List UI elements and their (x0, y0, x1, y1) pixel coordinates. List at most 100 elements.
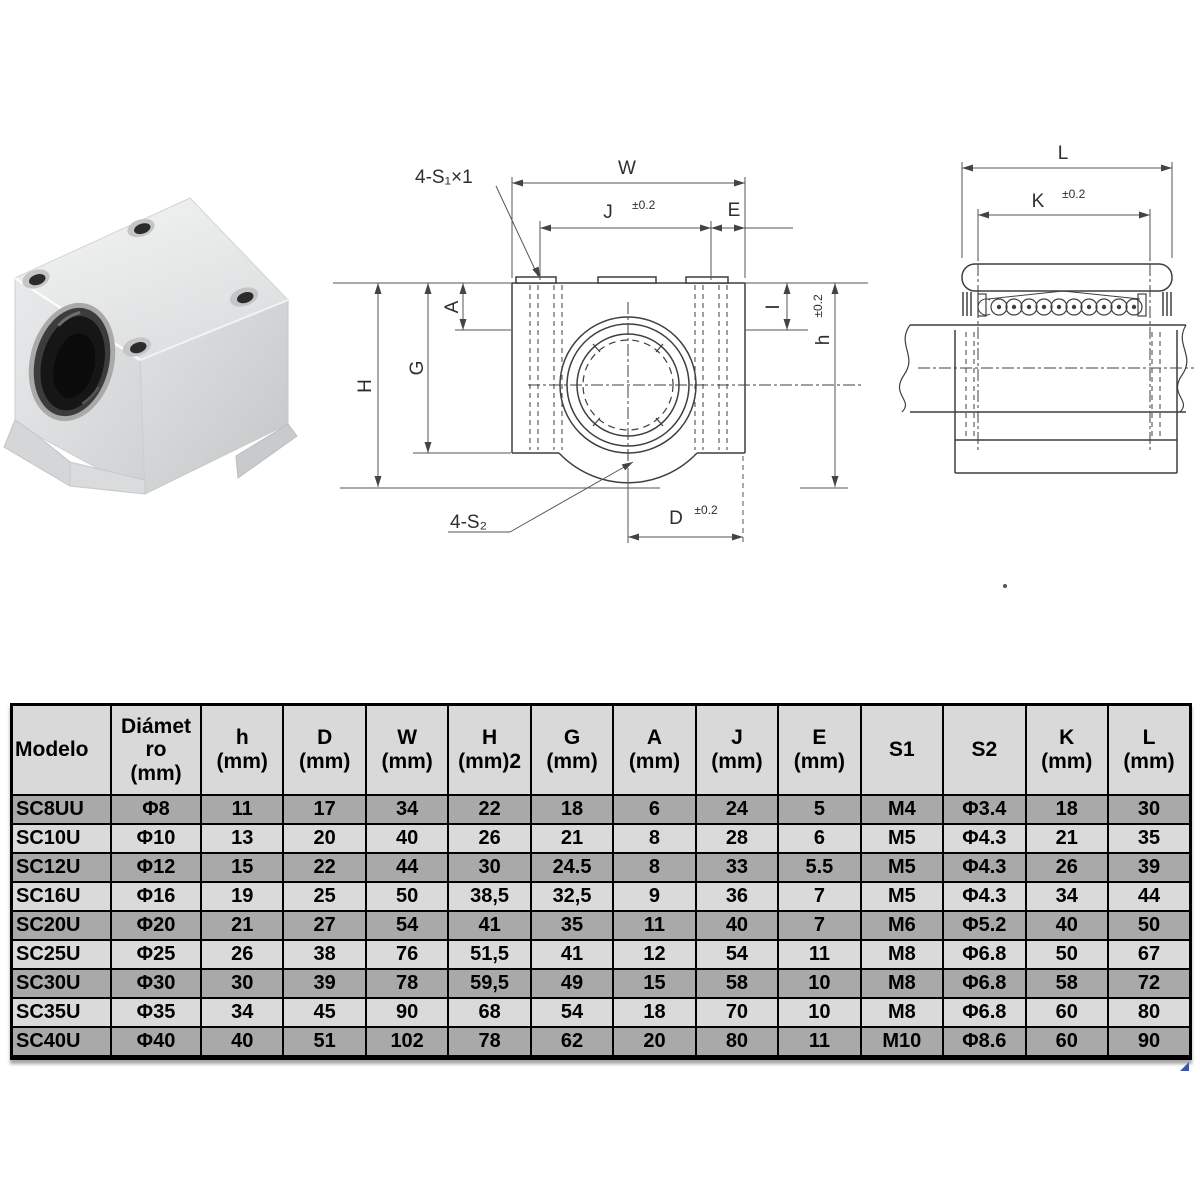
spec-cell: Φ3.4 (942, 794, 1027, 825)
spec-cell: 38,5 (447, 881, 532, 912)
spec-cell: Φ6.8 (942, 939, 1027, 970)
mounting-holes (22, 218, 259, 357)
dim-label-d: D (669, 508, 683, 529)
spec-cell: 54 (364, 910, 450, 941)
spec-cell: Φ20 (110, 910, 202, 941)
column-header: Diámet ro (mm) (110, 703, 202, 796)
spec-cell: 76 (364, 939, 450, 970)
spec-cell: 8 (612, 823, 697, 854)
spec-cell: 26 (447, 823, 532, 854)
model-cell: SC16U (10, 881, 112, 912)
spec-cell: 7 (777, 910, 862, 941)
spec-cell: Φ5.2 (942, 910, 1027, 941)
spec-cell: 90 (364, 997, 450, 1028)
spec-cell: 11 (777, 1026, 862, 1059)
spec-cell: 102 (364, 1026, 450, 1059)
spec-cell: 60 (1024, 997, 1109, 1028)
side-view-drawing (898, 222, 1194, 474)
spec-cell: 26 (199, 939, 285, 970)
spec-cell: Φ12 (110, 852, 202, 883)
stray-dot (1003, 584, 1007, 588)
side-centerlines (918, 222, 1194, 450)
spec-cell: Φ30 (110, 968, 202, 999)
spec-cell: Φ8.6 (942, 1026, 1027, 1059)
front-view-dimensions (333, 177, 868, 543)
spec-cell: 45 (282, 997, 367, 1028)
column-header: W (mm) (364, 703, 450, 796)
spec-cell: 18 (1024, 794, 1109, 825)
spec-cell: 38 (282, 939, 367, 970)
spec-cell: 54 (694, 939, 780, 970)
dim-label-l: L (1058, 143, 1069, 164)
spec-cell: 30 (1106, 794, 1192, 825)
dim-label-h-small-tol: ±0.2 (811, 294, 825, 318)
spec-cell: M8 (859, 939, 945, 970)
column-header: A (mm) (612, 703, 697, 796)
spec-cell: 67 (1106, 939, 1192, 970)
spec-cell: M5 (859, 881, 945, 912)
spec-cell: 39 (1106, 852, 1192, 883)
spec-cell: M10 (859, 1026, 945, 1059)
spec-cell: Φ4.3 (942, 852, 1027, 883)
spec-cell: 30 (447, 852, 532, 883)
spec-cell: 10 (777, 997, 862, 1028)
spec-cell: 15 (199, 852, 285, 883)
model-cell: SC10U (10, 823, 112, 854)
spec-cell: 24 (694, 794, 780, 825)
screws-top-label: 4-S₁×1 (415, 167, 473, 188)
spec-cell: 27 (282, 910, 367, 941)
spec-cell: Φ25 (110, 939, 202, 970)
photo-edge-highlight (139, 299, 289, 361)
spec-cell: M4 (859, 794, 945, 825)
spec-cell: 58 (1024, 968, 1109, 999)
spec-cell: 78 (447, 1026, 532, 1059)
spec-cell: M6 (859, 910, 945, 941)
model-cell: SC40U (10, 1026, 112, 1059)
spec-cell: 59,5 (447, 968, 532, 999)
spec-cell: M5 (859, 823, 945, 854)
spec-cell: 62 (529, 1026, 615, 1059)
spec-cell: M5 (859, 852, 945, 883)
column-header: J (mm) (694, 703, 780, 796)
spec-cell: Φ35 (110, 997, 202, 1028)
bearing-bore (28, 302, 116, 422)
spec-cell: Φ16 (110, 881, 202, 912)
spec-cell: 18 (612, 997, 697, 1028)
spec-cell: 19 (199, 881, 285, 912)
spec-cell: 11 (777, 939, 862, 970)
centerlines (528, 302, 862, 468)
spec-cell: 50 (364, 881, 450, 912)
spec-cell: 40 (199, 1026, 285, 1059)
spec-cell: 68 (447, 997, 532, 1028)
column-header: Modelo (10, 703, 112, 796)
front-view-drawing (511, 276, 862, 484)
dim-label-j-tol: ±0.2 (632, 198, 656, 212)
spec-cell: 7 (777, 881, 862, 912)
side-hidden-lines (965, 332, 1161, 438)
spec-cell: 5.5 (777, 852, 862, 883)
spec-cell: 35 (529, 910, 615, 941)
spec-cell: Φ6.8 (942, 968, 1027, 999)
spec-cell: Φ6.8 (942, 997, 1027, 1028)
spec-cell: Φ40 (110, 1026, 202, 1059)
spec-cell: 80 (694, 1026, 780, 1059)
spec-cell: 60 (1024, 1026, 1109, 1059)
spec-cell: 34 (364, 794, 450, 825)
spec-cell: 21 (1024, 823, 1109, 854)
spec-cell: 25 (282, 881, 367, 912)
model-cell: SC8UU (10, 794, 112, 825)
arrowheads (374, 179, 839, 541)
spec-cell: 32,5 (529, 881, 615, 912)
bearing-balls (977, 298, 1143, 316)
spec-cell: 28 (694, 823, 780, 854)
spec-cell: 41 (447, 910, 532, 941)
spec-cell: 50 (1106, 910, 1192, 941)
bore-tick-marks (592, 343, 664, 427)
dim-label-d-tol: ±0.2 (694, 503, 718, 517)
